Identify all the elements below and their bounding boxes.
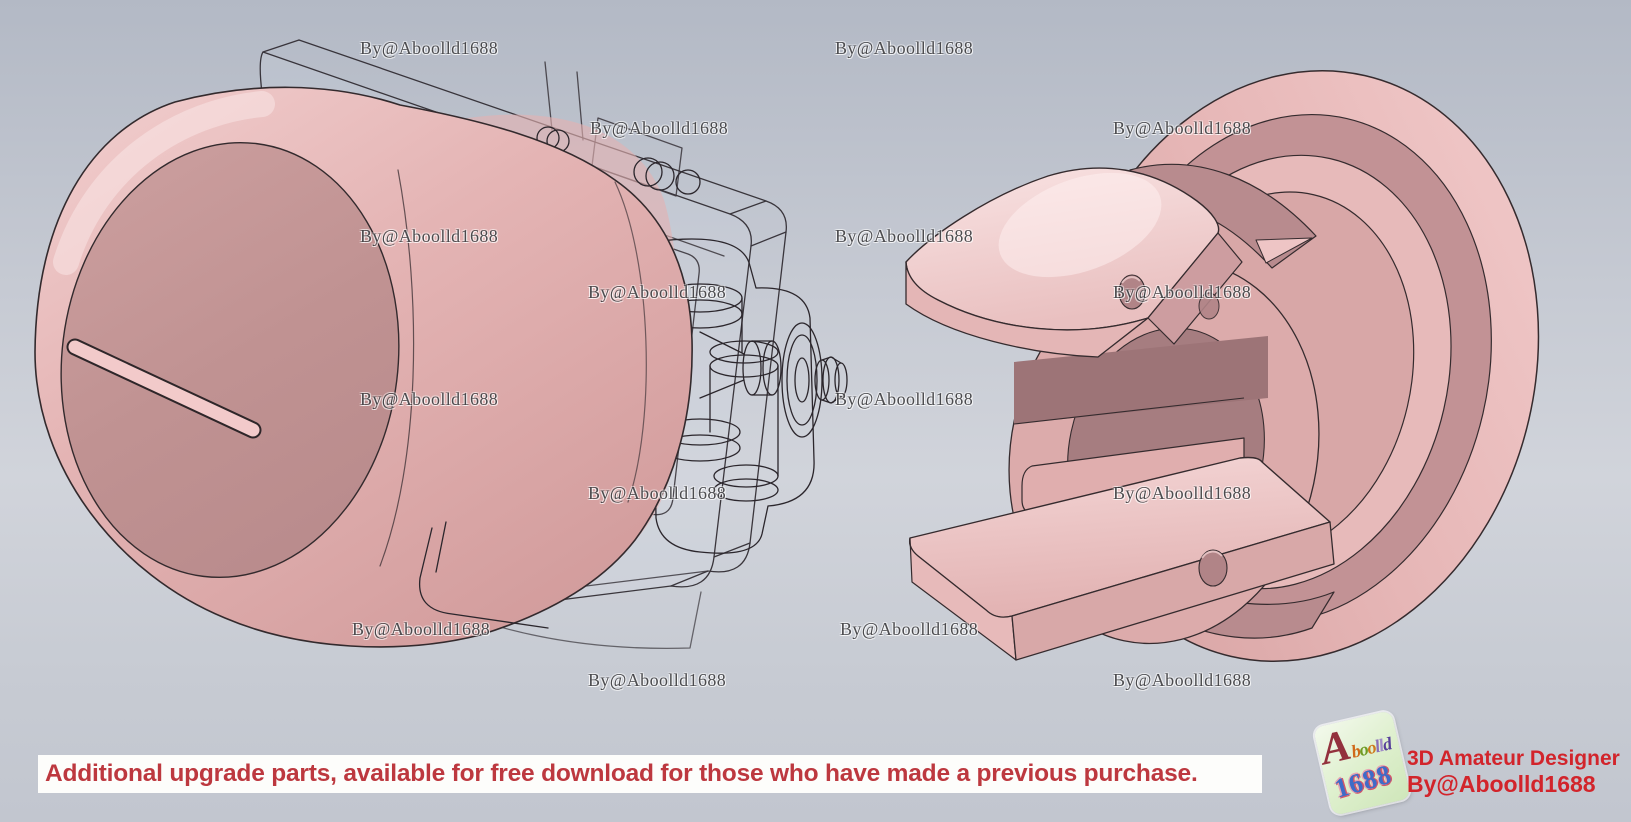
top-jaw [905, 167, 1243, 358]
bottom-jaw-front [1011, 521, 1335, 661]
watermark: By@Aboolld1688 [360, 226, 499, 246]
promo-banner: Additional upgrade parts, available for … [38, 755, 1262, 793]
knob-step-edge [379, 169, 415, 567]
top-jaw-dome-highlight [998, 172, 1162, 278]
watermark: By@Aboolld1688 [590, 118, 729, 138]
watermark: By@Aboolld1688 [1113, 282, 1252, 302]
top-jaw-hole [1118, 274, 1146, 310]
watermark: By@Aboolld1688 [588, 483, 727, 503]
knob-front-face [60, 141, 400, 579]
watermark: By@Aboolld1688 [1113, 118, 1252, 138]
credit-title: 3D Amateur Designer [1407, 747, 1620, 770]
watermark: By@Aboolld1688 [1113, 670, 1252, 690]
watermark: By@Aboolld1688 [835, 38, 974, 58]
top-jaw-end [1147, 232, 1243, 345]
watermark: By@Aboolld1688 [588, 282, 727, 302]
top-jaw-side-hole [1198, 292, 1220, 320]
knob-part [34, 86, 693, 648]
watermark: By@Aboolld1688 [835, 389, 974, 409]
hub-channel-notch [1255, 237, 1313, 264]
credit-handle: By@Aboolld1688 [1407, 771, 1596, 798]
top-jaw-front [905, 261, 1149, 358]
left-assembly-render [34, 39, 848, 649]
knob-slot [68, 340, 260, 437]
right-part-render [905, 70, 1540, 662]
designer-credit: 3D Amateur Designer By@Aboolld1688 [1407, 747, 1620, 798]
knob-back-rim [614, 181, 647, 503]
exploded-fasteners-wireframe [699, 322, 848, 438]
bottom-jaw-hole [1198, 549, 1228, 587]
glass-front-corner [418, 521, 549, 629]
watermark: By@Aboolld1688 [352, 619, 491, 639]
watermark: By@Aboolld1688 [588, 670, 727, 690]
promo-banner-text: Additional upgrade parts, available for … [45, 760, 1198, 787]
watermark: By@Aboolld1688 [835, 226, 974, 246]
watermark: By@Aboolld1688 [360, 38, 499, 58]
watermark: By@Aboolld1688 [840, 619, 979, 639]
bottom-jaw [908, 456, 1335, 661]
watermark: By@Aboolld1688 [360, 389, 499, 409]
watermark: By@Aboolld1688 [1113, 483, 1252, 503]
knob-top-highlight [53, 91, 275, 275]
